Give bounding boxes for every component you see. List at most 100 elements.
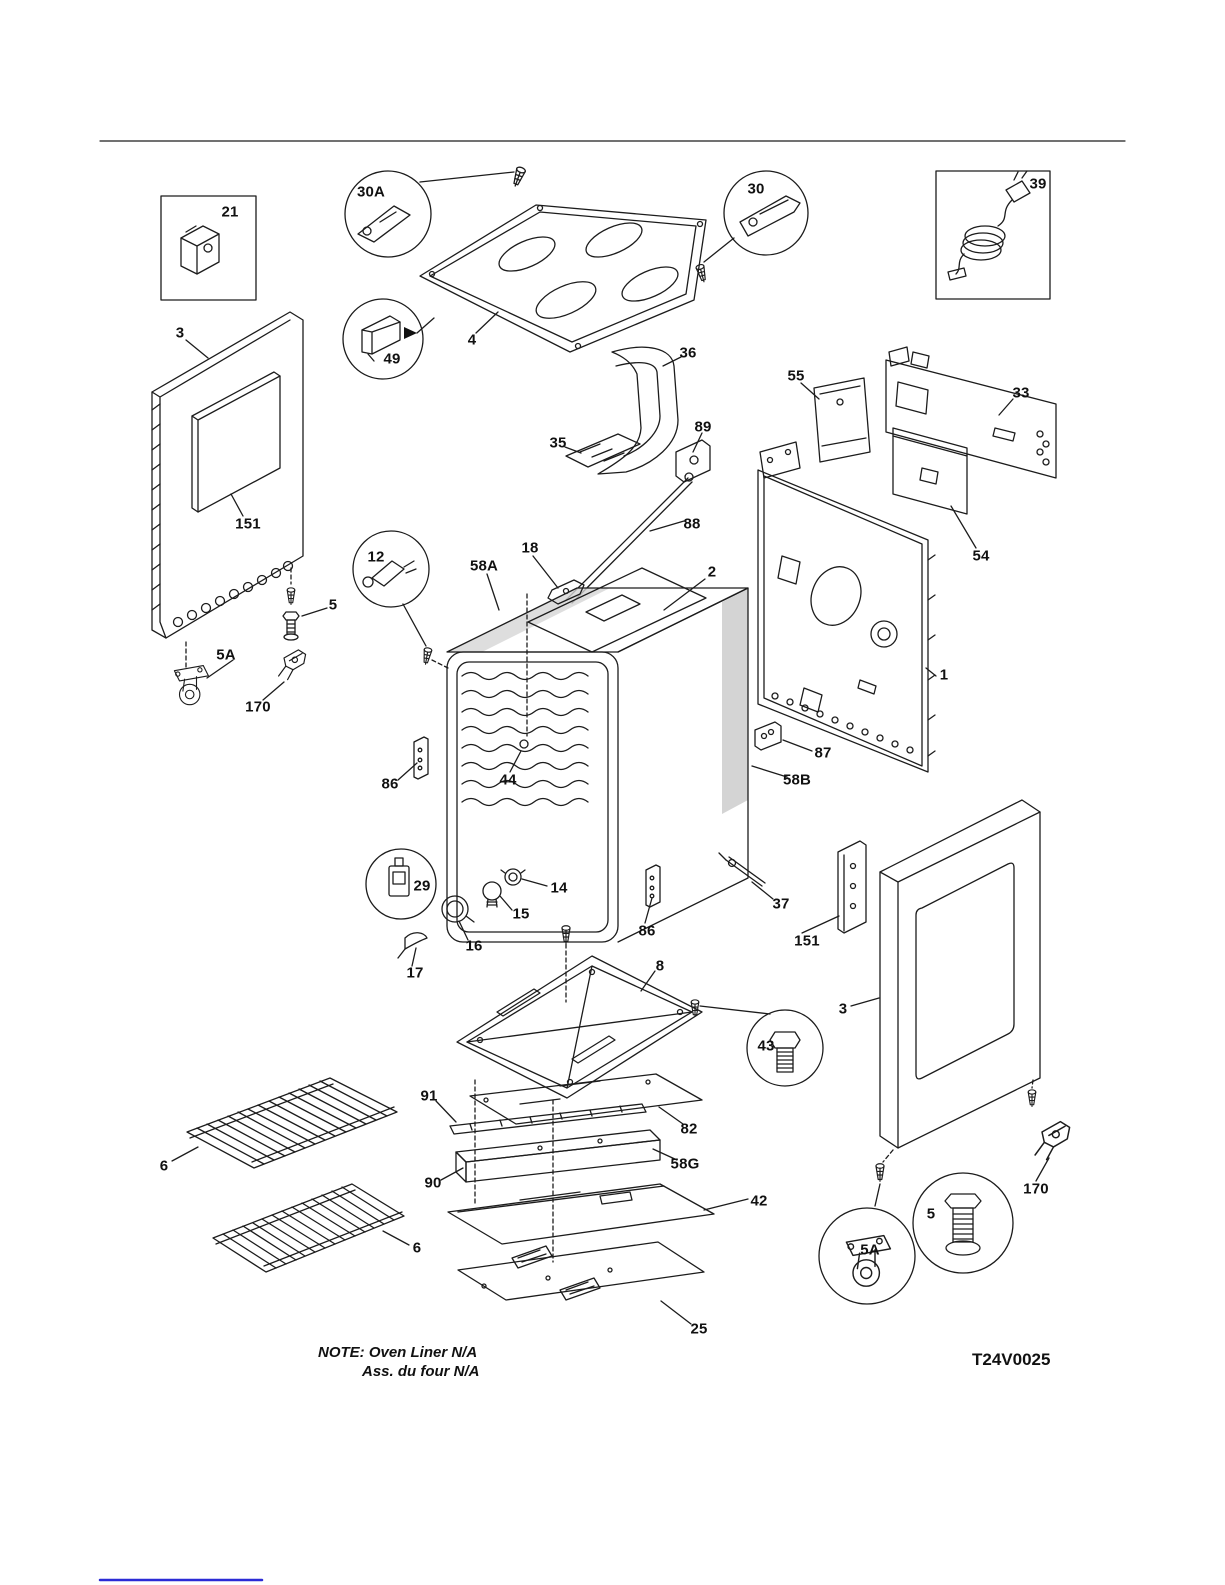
callout-88: 88 [683,515,701,533]
light-bulb-15 [482,881,513,911]
bottom-sheet-25 [457,1241,705,1325]
switch-29-circle [365,848,437,920]
callout-35: 35 [549,434,567,452]
bracket-30a-circle [344,165,527,258]
callout-54: 54 [972,547,990,565]
callout-25: 25 [690,1320,708,1338]
tube-88 [565,472,694,604]
outer-door-3-right [850,799,1041,1163]
igniter-12-circle [352,530,449,669]
callout-170-right: 170 [1023,1180,1049,1198]
callout-39: 39 [1029,175,1047,193]
bracket-86-left [397,736,429,781]
callout-8: 8 [655,957,665,975]
bracket-86-right [644,864,661,924]
terminal-87 [754,721,813,752]
sub-panel-54 [892,427,977,549]
oven-liner-note-line2: Ass. du four N/A [362,1363,480,1380]
callout-15: 15 [512,905,530,923]
callout-89: 89 [694,418,712,436]
callout-170-left: 170 [245,698,271,716]
leveling-leg-5-right-circle [912,1172,1014,1274]
oven-cavity-58a [446,573,788,943]
callout-5a-right: 5A [860,1241,880,1259]
callout-6-upper: 6 [159,1157,169,1175]
channel-151-right [801,840,867,934]
callout-151-left: 151 [235,515,261,533]
callout-30a: 30A [356,183,386,201]
drawer-front-58g-90 [440,1129,678,1183]
callout-42: 42 [750,1192,768,1210]
power-cord-39-box [935,170,1051,300]
callout-6-lower: 6 [412,1239,422,1257]
rear-shield-33 [885,346,1057,479]
callout-33: 33 [1012,384,1030,402]
callout-55: 55 [787,367,805,385]
lamp-dome-16 [441,895,475,941]
oven-rack-lower [212,1183,410,1273]
callout-5-right: 5 [926,1205,936,1223]
hinge-clip-170-right [1027,1089,1071,1182]
callout-90: 90 [424,1174,442,1192]
bracket-49-circle [342,298,435,380]
callout-18: 18 [521,539,539,557]
callout-86-left: 86 [381,775,399,793]
insulation-panel-55 [800,377,871,463]
callout-17: 17 [406,964,424,982]
callout-58g: 58G [670,1155,700,1173]
caster-5a-right-circle [818,1163,916,1305]
callout-21: 21 [221,203,239,221]
screw-hole-44 [509,593,529,773]
main-top-panel-4 [419,204,707,353]
lamp-socket-14 [500,868,548,887]
callout-2: 2 [707,563,717,581]
inner-door-8 [456,925,703,1099]
callout-1: 1 [939,666,949,684]
rear-panel-1 [757,441,937,773]
callout-37: 37 [772,895,790,913]
callout-43: 43 [757,1037,775,1055]
oven-rack-upper [171,1077,398,1169]
bolt-43-circle [690,999,824,1087]
leveling-leg-5-left [282,567,328,641]
wire-clip-17 [397,932,428,967]
top-plate-2 [527,567,707,653]
callout-58b: 58B [782,771,812,789]
callout-87: 87 [814,744,832,762]
document-code: T24V0025 [972,1350,1051,1369]
callout-58a: 58A [469,557,499,575]
callout-3-right: 3 [838,1000,848,1018]
callout-5a-left: 5A [216,646,236,664]
callout-36: 36 [679,344,697,362]
callout-12: 12 [367,548,385,566]
left-side-panel-3 [151,311,304,639]
callout-86-right: 86 [638,922,656,940]
panel-82 [469,1073,703,1125]
caster-5a-left [173,641,234,706]
vent-duct-36 [597,346,682,475]
callout-3-left: 3 [175,324,185,342]
callout-16: 16 [465,937,483,955]
oven-liner-note-line1: NOTE: Oven Liner N/A [318,1344,478,1361]
callout-91: 91 [420,1087,438,1105]
callout-14: 14 [550,879,568,897]
hinge-clip-170-left [262,649,307,701]
shield-panel-35 [564,433,641,468]
plug-part-21-box [160,195,257,301]
bracket-18 [532,555,585,605]
sensor-wire-37 [718,852,774,900]
callout-5-left: 5 [328,596,338,614]
callout-29: 29 [413,877,431,895]
callout-49: 49 [383,350,401,368]
bracket-89 [675,432,711,483]
strip-91 [435,1100,647,1135]
callout-4: 4 [467,331,477,349]
bracket-30-circle [694,170,809,284]
callout-151-right: 151 [794,932,820,950]
callout-82: 82 [680,1120,698,1138]
callout-30: 30 [747,180,765,198]
inner-panel-151-left [191,371,281,517]
bottom-panel-42 [447,1079,749,1301]
callout-44: 44 [499,771,517,789]
